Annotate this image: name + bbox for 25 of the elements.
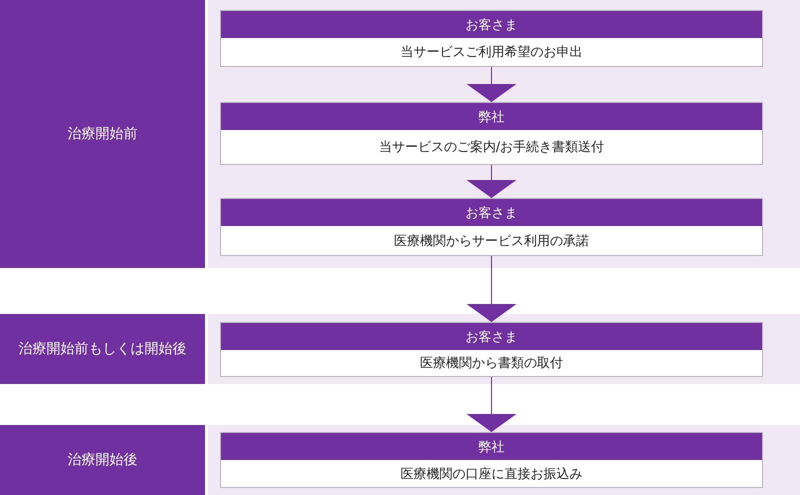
step-description: 当サービスご利用希望のお申出 xyxy=(400,44,584,62)
step-description: 医療機関からサービス利用の承諾 xyxy=(393,232,590,250)
stage-band xyxy=(0,0,800,268)
stage-band xyxy=(0,425,800,495)
arrow xyxy=(466,164,516,198)
step-description: 医療機関の口座に直接お振込み xyxy=(400,466,584,484)
stage-label: 治療開始後 xyxy=(0,425,208,495)
step-header: お客さま xyxy=(221,199,762,226)
step-box xyxy=(220,322,763,377)
step-header: お客さま xyxy=(221,323,762,350)
step-header: 弊社 xyxy=(221,103,762,130)
step-box xyxy=(220,198,763,256)
step-box xyxy=(220,10,763,67)
arrow xyxy=(466,66,516,102)
arrow xyxy=(466,376,516,432)
step-header: 弊社 xyxy=(221,433,762,460)
step-box xyxy=(220,102,763,165)
stage-band xyxy=(0,314,800,384)
step-description: 当サービスのご案内/お手続き書類送付 xyxy=(378,139,606,157)
step-description: 医療機関から書類の取付 xyxy=(419,355,564,373)
step-box xyxy=(220,432,763,488)
step-header: お客さま xyxy=(221,11,762,38)
stage-label: 治療開始前 xyxy=(0,0,208,268)
arrow xyxy=(466,256,516,322)
stage-label: 治療開始前もしくは開始後 xyxy=(0,314,208,384)
